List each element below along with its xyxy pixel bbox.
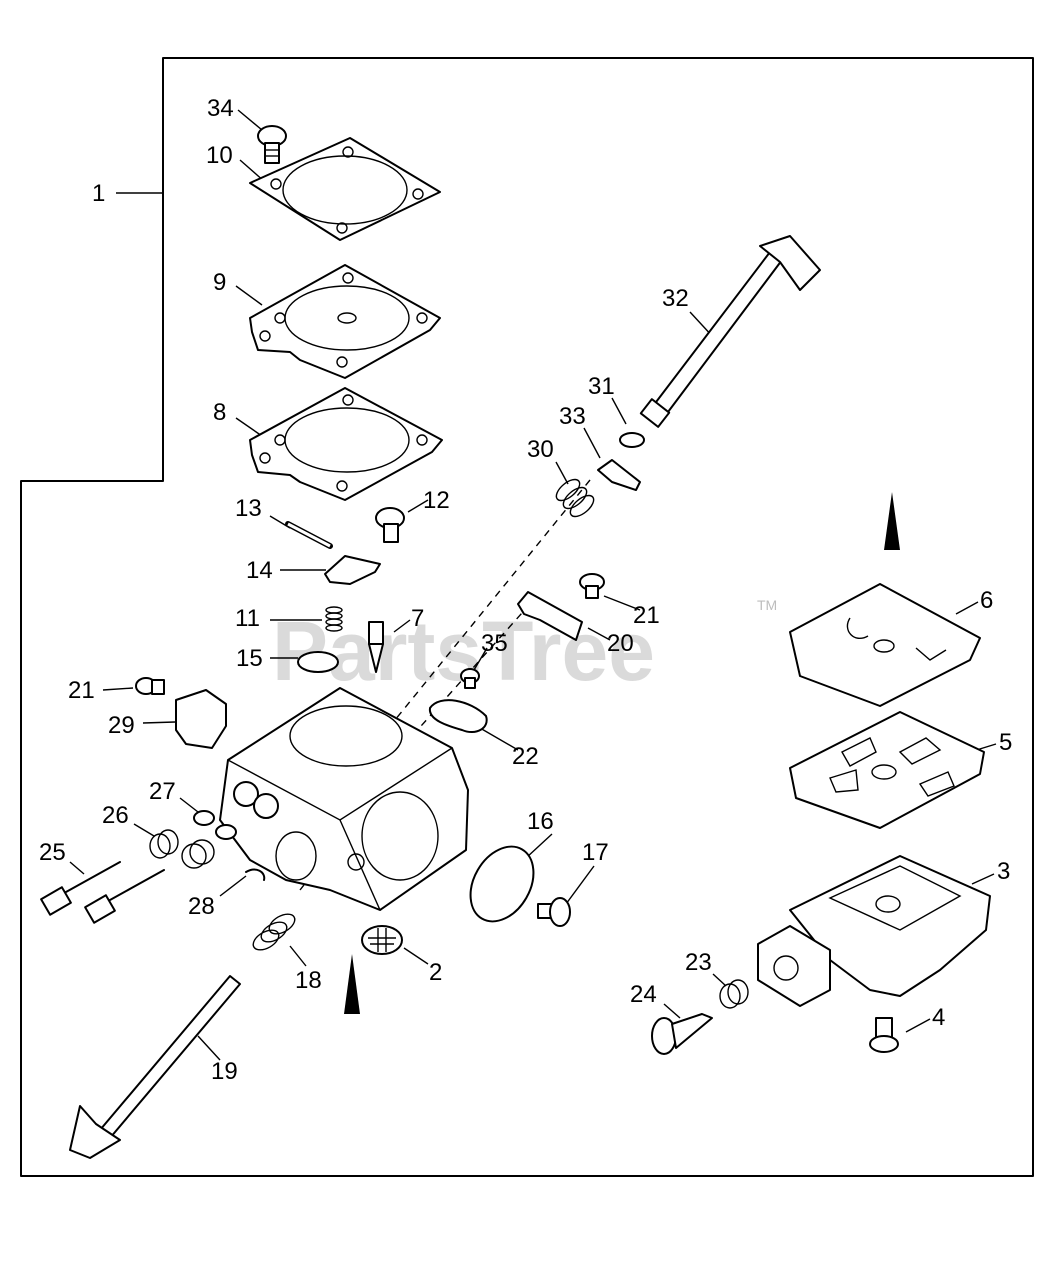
part-13-pin [285,521,333,549]
part-3-pump-body [757,855,991,1007]
callout-9: 9 [213,269,226,296]
direction-arrow-bottom [344,954,360,1014]
callout-3: 3 [997,858,1010,885]
callout-5: 5 [999,729,1012,756]
part-6-gasket [789,583,981,707]
callout-8: 8 [213,399,226,426]
callout-22: 22 [512,743,539,770]
callout-14: 14 [246,557,273,584]
callout-20: 20 [607,630,634,657]
part-27-washer-b [215,824,237,840]
callout-25: 25 [39,839,66,866]
part-23-spring [719,979,749,1009]
callout-32: 32 [662,285,689,312]
callout-17: 17 [582,839,609,866]
callout-15: 15 [236,645,263,672]
callout-7: 7 [411,605,424,632]
part-9-diaphragm [249,264,441,379]
part-35-screw [460,668,480,689]
part-27-washer-a [193,810,215,826]
callout-10: 10 [206,142,233,169]
callout-21-right: 21 [633,602,660,629]
part-21-screw-right [579,573,605,599]
watermark-trademark: TM [757,597,777,613]
callout-12: 12 [423,487,450,514]
callout-6: 6 [980,587,993,614]
part-32-shaft [639,235,821,428]
part-33-lever [597,459,641,491]
part-4-screw [869,1017,899,1053]
callout-23: 23 [685,949,712,976]
part-24-screw [651,1013,713,1055]
callout-labels: 34 10 1 9 32 31 8 33 30 12 13 14 6 21 11… [39,95,1012,1085]
part-26-springs [149,829,215,869]
part-10-gasket [249,137,441,241]
direction-arrow-right [884,492,900,550]
part-34-screw [257,125,287,164]
callout-27: 27 [149,778,176,805]
carburetor-body [219,687,469,911]
part-15-plug [297,651,339,673]
part-31-washer [619,432,645,448]
part-25-adjust-screws [40,861,165,924]
part-28-clip [245,868,266,881]
part-18-spring [252,913,296,951]
callout-18: 18 [295,967,322,994]
callout-26: 26 [102,802,129,829]
callout-29: 29 [108,712,135,739]
callout-11: 11 [235,605,260,632]
part-17-plug [537,897,571,927]
callout-24: 24 [630,981,657,1008]
part-29-plate [175,689,227,749]
part-22-gasket [428,699,488,734]
callout-33: 33 [559,403,586,430]
callout-28: 28 [188,893,215,920]
part-11-spring [325,606,343,632]
diagram-frame [20,57,1034,1177]
part-14-lever [324,555,381,585]
callout-19: 19 [211,1058,238,1085]
part-20-plate [517,591,583,641]
part-30-spring [555,478,595,518]
part-12-screw [375,507,405,543]
callout-16: 16 [527,808,554,835]
part-19-shaft [69,975,241,1159]
part-5-gasket [789,711,985,829]
callout-4: 4 [932,1004,945,1031]
callout-35: 35 [481,630,508,657]
callout-21-left: 21 [68,677,95,704]
part-21-screw-left [135,677,165,695]
part-7-needle [368,621,384,673]
callout-13: 13 [235,495,262,522]
part-16-cap [469,845,535,923]
callout-1: 1 [92,180,105,207]
callout-2: 2 [429,959,442,986]
callout-30: 30 [527,436,554,463]
part-2-screen [361,925,403,955]
leader-lines [69,109,997,1061]
callout-31: 31 [588,373,615,400]
callout-34: 34 [207,95,234,122]
part-8-gasket [249,387,443,501]
